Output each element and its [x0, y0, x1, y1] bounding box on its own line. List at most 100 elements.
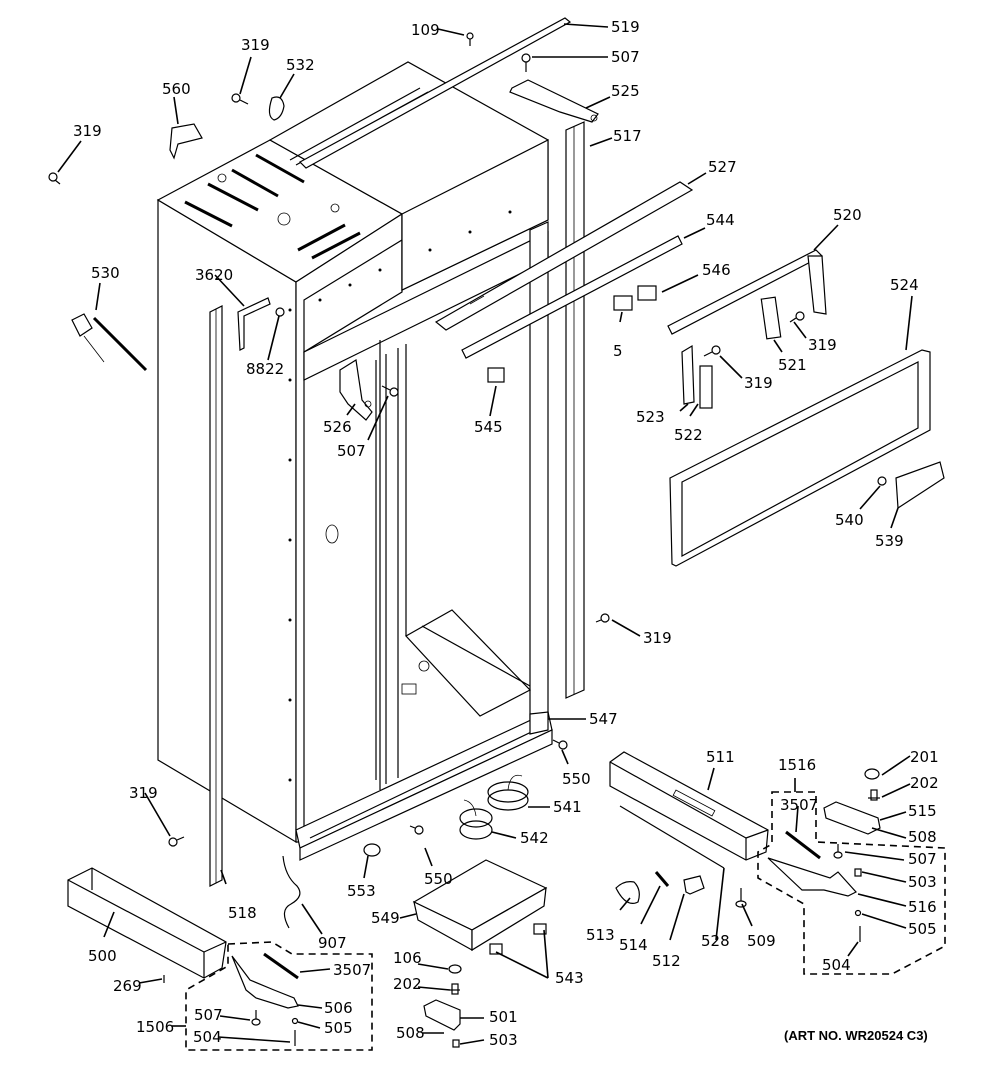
callout-1516: 1516: [778, 756, 816, 774]
part-528-rod: [619, 805, 725, 869]
part-515-hinge-plate: [823, 801, 881, 835]
part-507-screw: [833, 844, 843, 859]
part-514-spring: [654, 871, 670, 887]
callout-530: 530: [91, 264, 120, 282]
cabinet-case: [156, 17, 572, 861]
callout-543: 543: [555, 969, 584, 987]
callout-525: 525: [611, 82, 640, 100]
callout-1506: 1506: [136, 1018, 174, 1036]
callout-546: 546: [702, 261, 731, 279]
part-509-screw: [735, 888, 747, 908]
callout-509: 509: [747, 932, 776, 950]
leader-lines: [57, 23, 913, 1045]
part-507-screw: [381, 385, 399, 397]
callout-545: 545: [474, 418, 503, 436]
callout-513: 513: [586, 926, 615, 944]
callout-3507: 3507: [780, 796, 818, 814]
part-550-screw: [552, 739, 568, 750]
part-553-plug: [363, 843, 381, 857]
part-539-badge: [895, 461, 945, 510]
part-506-hinge-arm: [231, 955, 299, 1009]
part-517-channel: [565, 121, 585, 699]
callout-523: 523: [636, 408, 665, 426]
callout-506: 506: [324, 999, 353, 1017]
part-106-nut: [448, 964, 462, 974]
part-503-bushing: [452, 1039, 460, 1048]
callout-540: 540: [835, 511, 864, 529]
callout-503: 503: [489, 1031, 518, 1049]
callout-541: 541: [553, 798, 582, 816]
part-907-tube: [282, 855, 301, 929]
part-201-nut: [864, 768, 880, 780]
callout-507: 507: [611, 48, 640, 66]
callout-524: 524: [890, 276, 919, 294]
callout-109: 109: [411, 21, 440, 39]
callout-319: 319: [73, 122, 102, 140]
part-507-screw: [521, 53, 531, 72]
part-550-screw: [409, 825, 424, 835]
part-522-hinge: [699, 365, 713, 409]
callout-8822: 8822: [246, 360, 284, 378]
callout-202: 202: [910, 774, 939, 792]
callout-201: 201: [910, 748, 939, 766]
callout-504: 504: [822, 956, 851, 974]
part-319-screw: [48, 172, 61, 185]
part-511-hinge-housing: [609, 751, 769, 861]
part-500-hinge-housing: [67, 867, 227, 979]
callout-508: 508: [396, 1024, 425, 1042]
part-202-bushing: [450, 983, 460, 995]
callout-505: 505: [324, 1019, 353, 1037]
part-526-hinge: [339, 359, 373, 421]
part-505-washer: [291, 1017, 299, 1025]
callout-518: 518: [228, 904, 257, 922]
callout-907: 907: [318, 934, 347, 952]
hinge-kit-1506-group: [185, 941, 373, 1051]
callout-319: 319: [643, 629, 672, 647]
part-503-bushing: [854, 868, 862, 877]
part-5-switch: [613, 295, 633, 311]
callout-512: 512: [652, 952, 681, 970]
part-520-bar: [667, 249, 824, 335]
part-523-bracket: [681, 344, 695, 405]
callout-532: 532: [286, 56, 315, 74]
callout-501: 501: [489, 1008, 518, 1026]
callout-507: 507: [194, 1006, 223, 1024]
callout-527: 527: [708, 158, 737, 176]
callout-553: 553: [347, 882, 376, 900]
callout-106: 106: [393, 949, 422, 967]
callout-319: 319: [744, 374, 773, 392]
part-549-tray: [412, 859, 548, 952]
part-543-spacer: [533, 923, 547, 935]
callout-319: 319: [129, 784, 158, 802]
part-545-switch: [487, 367, 505, 383]
callout-505: 505: [908, 920, 937, 938]
part-512-bracket: [683, 875, 705, 895]
part-546-switch: [637, 285, 657, 301]
part-516-hinge-arm: [767, 857, 857, 897]
part-319-screw: [595, 613, 610, 623]
part-505-washer: [854, 909, 862, 917]
callout-549: 549: [371, 909, 400, 927]
callout-560: 560: [162, 80, 191, 98]
part-543-spacer: [489, 943, 503, 955]
part-3507-spring: [263, 952, 299, 980]
callout-508: 508: [908, 828, 937, 846]
callout-503: 503: [908, 873, 937, 891]
cabinet-rivets: [288, 210, 512, 782]
part-8822-plug: [275, 307, 285, 317]
callout-528: 528: [701, 932, 730, 950]
part-547-trim: [529, 711, 549, 735]
part-507-screw: [251, 1010, 261, 1026]
callout-511: 511: [706, 748, 735, 766]
part-319-screw: [703, 345, 721, 357]
part-109-screw: [466, 32, 474, 46]
part-541-transformer: [487, 774, 529, 811]
callout-519: 519: [611, 18, 640, 36]
part-560-bracket: [169, 123, 203, 160]
part-3620-bracket: [237, 297, 271, 351]
callout-517: 517: [613, 127, 642, 145]
callout-526: 526: [323, 418, 352, 436]
callout-labels: 109 519 507 525 517 319 532 560 319 527 …: [73, 18, 939, 1049]
callout-539: 539: [875, 532, 904, 550]
